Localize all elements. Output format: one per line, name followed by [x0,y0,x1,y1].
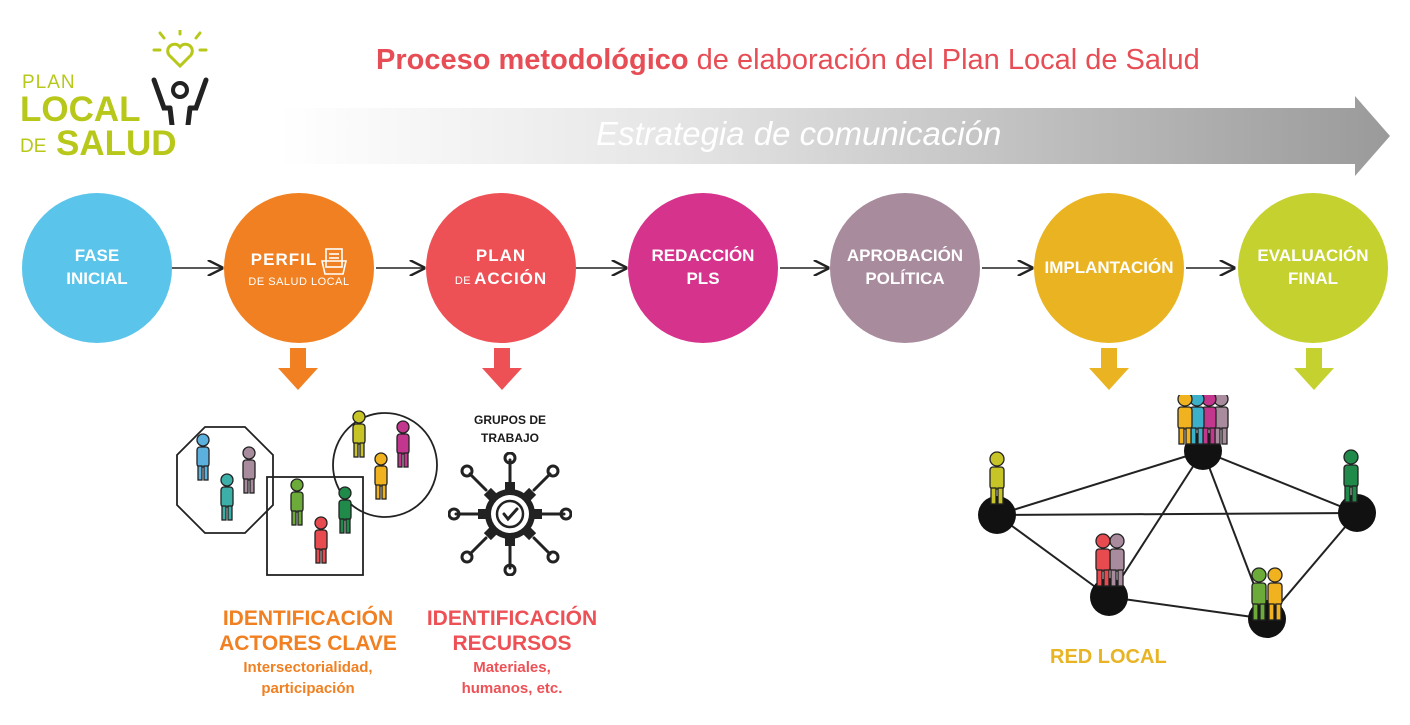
phase-label: FASE [74,246,120,266]
network-people [989,395,1359,621]
heart-person-icon [151,30,209,125]
logo-de-text: DE [20,136,47,157]
phase-label: INICIAL [66,269,128,288]
work-groups-line2: TRABAJO [480,431,539,445]
person-icons [196,410,410,564]
phase-implantacion: IMPLANTACIÓN [1034,193,1184,343]
down-arrows [278,348,1334,390]
caption-actores: IDENTIFICACIÓN ACTORES CLAVE Intersector… [208,606,408,699]
title-rest: de elaboración del Plan Local de Salud [696,44,1200,76]
phase-aprobacion: APROBACIÓN POLÍTICA [830,193,980,343]
network-node [1090,578,1128,616]
network-node [1338,494,1376,532]
caption-sub: Intersectorialidad, [243,659,373,677]
phase-evaluacion: EVALUACIÓN FINAL [1238,193,1388,343]
phase-label: FINAL [1287,269,1339,288]
caption-sub: Materiales, [473,659,551,677]
phase-label: EVALUACIÓN [1257,246,1369,266]
logo-local-text: LOCAL [20,90,141,129]
phase-label: PLS [686,269,720,288]
caption-title: ACTORES CLAVE [219,632,397,656]
phase-label: ACCIÓN [474,269,548,288]
phase-fase-inicial: FASE INICIAL [22,193,172,343]
banner-label: Estrategia de comunicación [596,115,1002,152]
local-network-illustration [978,395,1376,638]
logo-plan-text: PLAN [22,72,76,93]
phase-label: PERFIL [250,250,318,270]
down-arrow-evaluacion [1294,348,1334,390]
phase-label: APROBACIÓN [846,246,964,266]
phase-sublabel: DE [454,275,472,287]
caption-title: IDENTIFICACIÓN [222,607,394,630]
caption-sub: participación [261,679,355,697]
document-folder-icon [321,247,348,275]
logo-salud-text: SALUD [56,124,177,163]
communication-strategy-arrow [280,96,1390,176]
phase-label: PLAN [475,246,527,266]
phase-redaccion: REDACCIÓN PLS [628,193,778,343]
down-arrow-perfil [278,348,318,390]
down-arrow-implantacion [1089,348,1129,390]
phase-label: POLÍTICA [865,269,945,288]
caption-title: RECURSOS [452,632,572,656]
down-arrow-plan [482,348,522,390]
gear-network-icon [448,452,572,576]
phase-label: REDACCIÓN [651,246,755,266]
work-groups-line1: GRUPOS DE [473,413,546,427]
caption-recursos: IDENTIFICACIÓN RECURSOS Materiales, huma… [412,606,612,699]
phase-plan-accion: PLAN DE ACCIÓN [426,193,576,343]
phase-label: IMPLANTACIÓN [1044,257,1174,277]
phase-perfil: PERFIL DE SALUD LOCAL [224,193,374,343]
stakeholders-illustration [176,410,438,576]
phase-sublabel: DE SALUD LOCAL [248,275,350,288]
caption-sub: humanos, etc. [461,679,563,697]
caption-title: IDENTIFICACIÓN [426,607,598,630]
page-title: Proceso metodológico de elaboración del … [376,44,1200,77]
network-node [978,496,1016,534]
title-bold: Proceso metodológico [376,44,689,76]
red-local-label: RED LOCAL [1050,646,1167,668]
work-groups-label: GRUPOS DE TRABAJO [460,411,560,447]
